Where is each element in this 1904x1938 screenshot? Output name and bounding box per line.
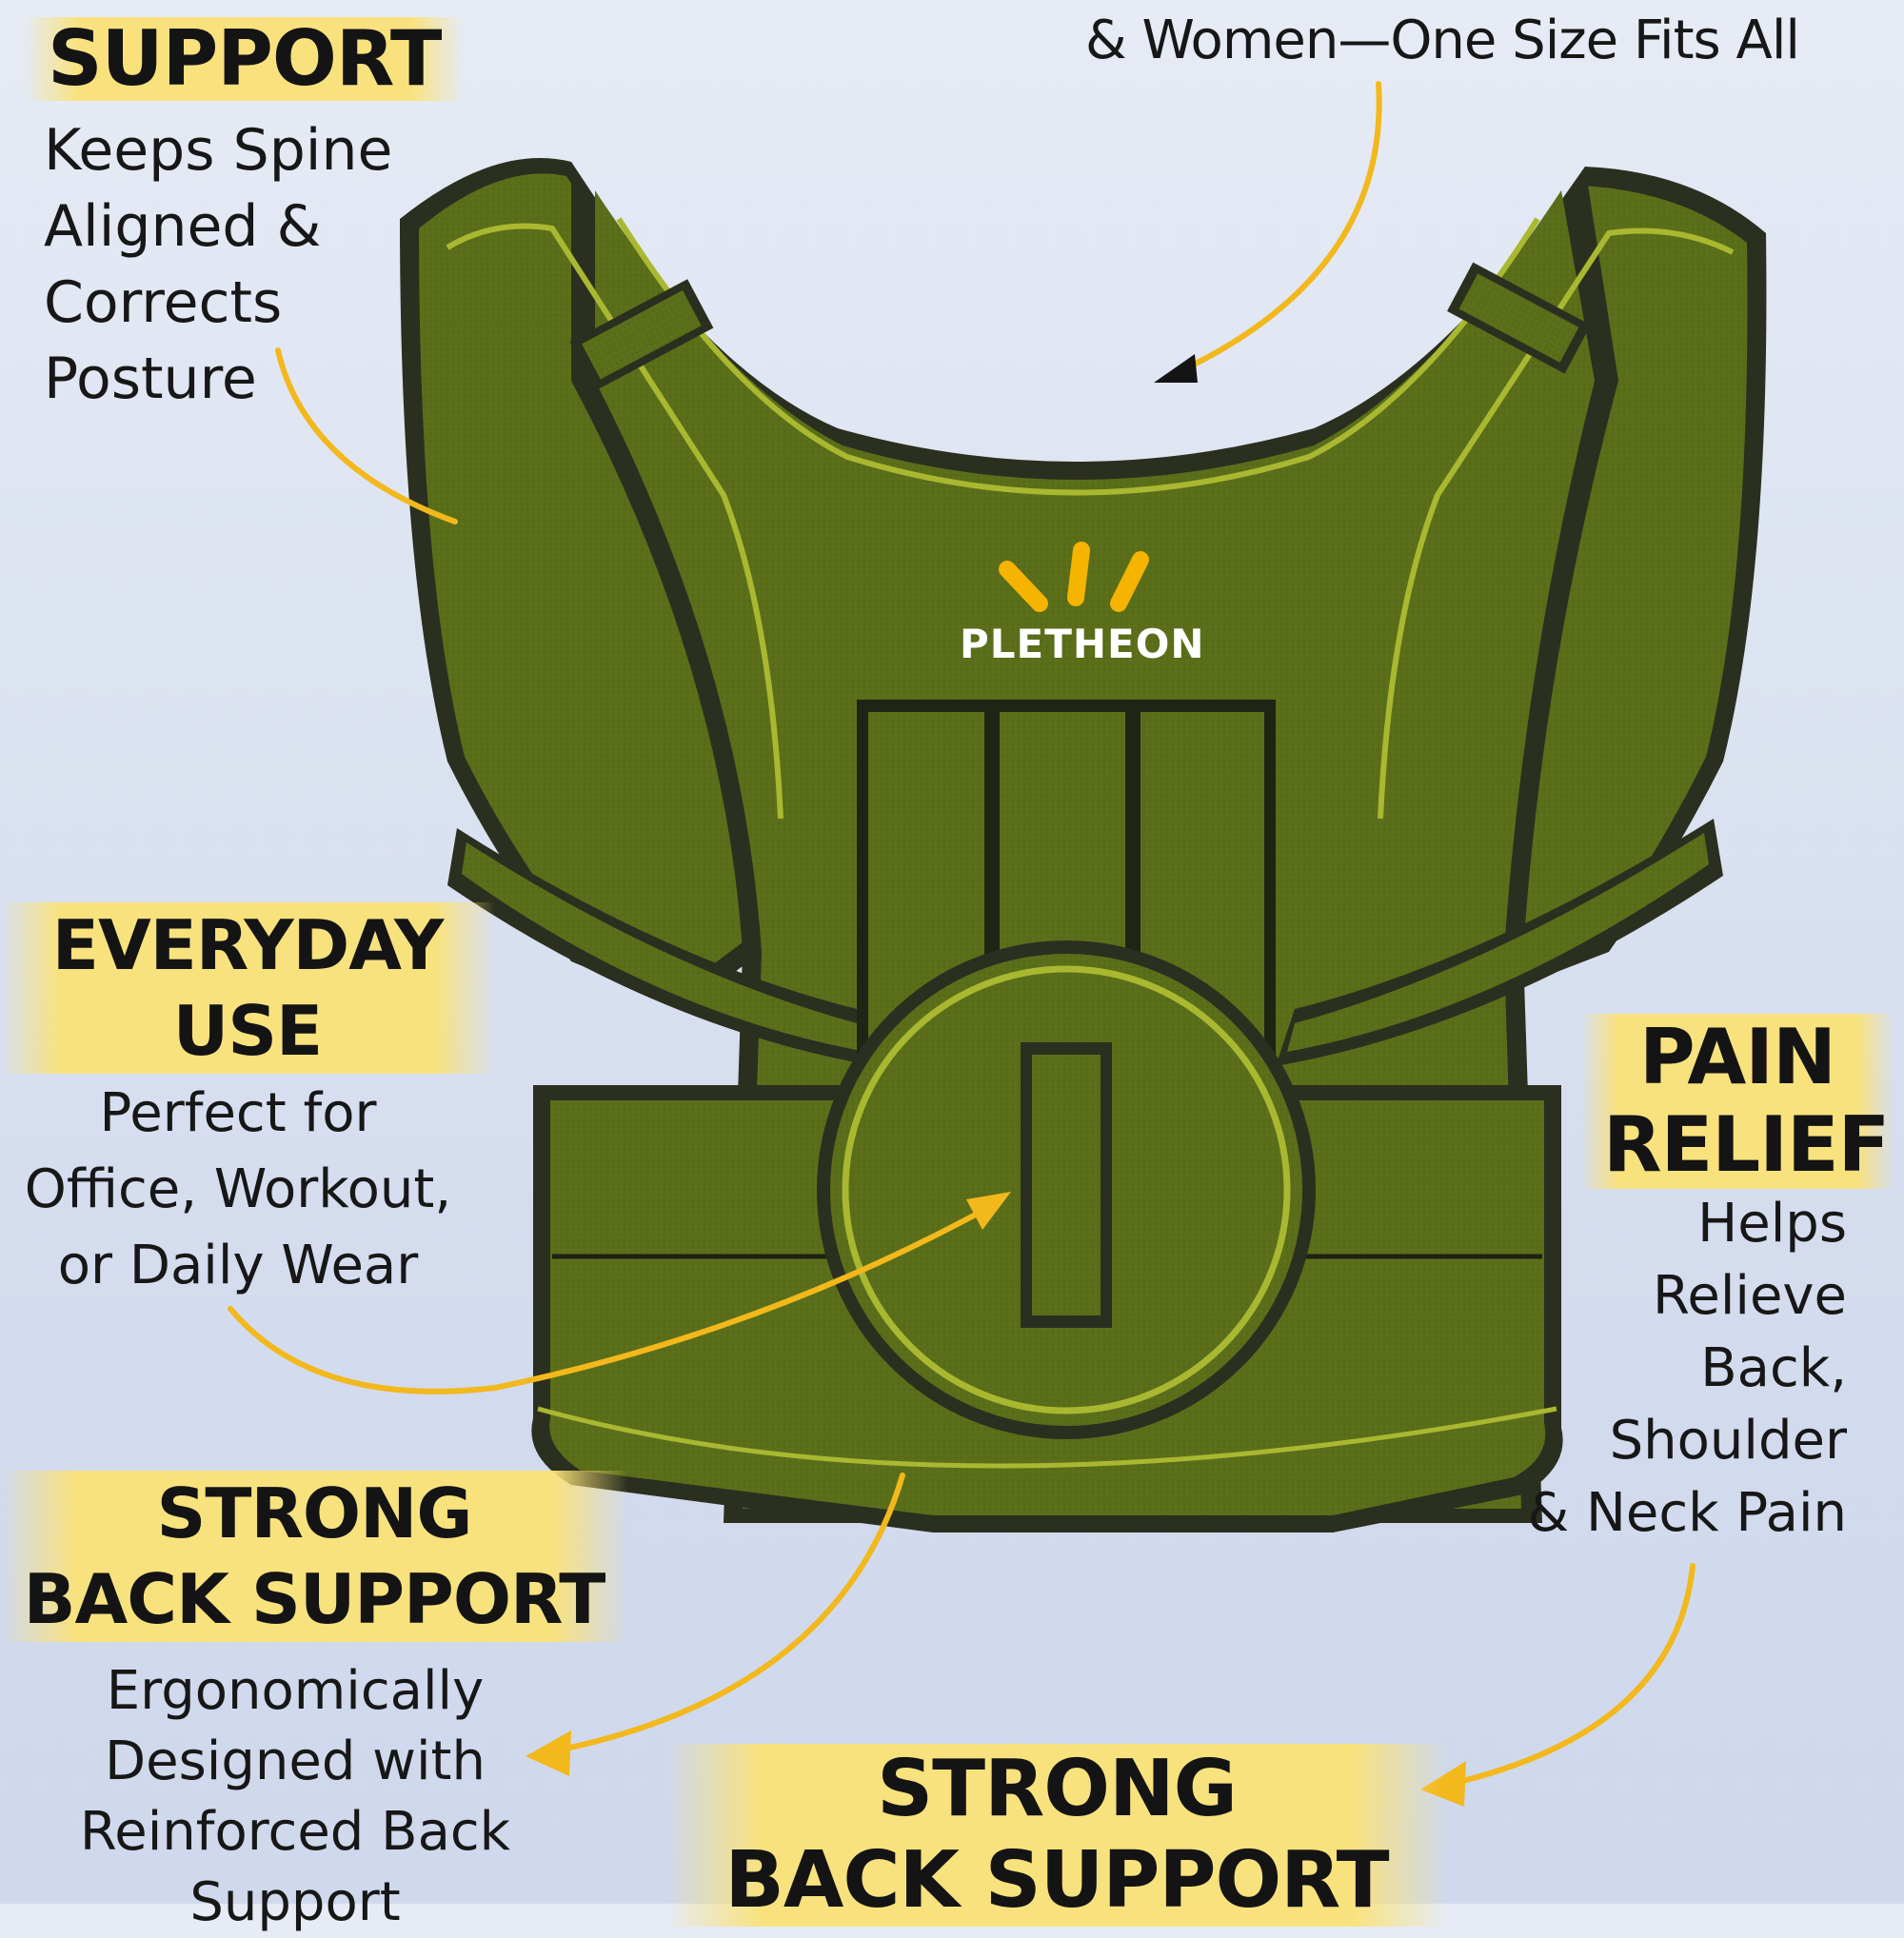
arrow-everyday xyxy=(228,1201,998,1394)
posture-support-heading: SUPPORT xyxy=(25,17,465,101)
arrow-pain xyxy=(1444,1563,1696,1788)
arrow-posture xyxy=(275,347,458,524)
strong-back-support-left-description: Ergonomically Designed with Reinforced B… xyxy=(79,1660,511,1933)
top-right-caption: & Women—One Size Fits All xyxy=(1085,10,1800,71)
posture-support-description: Keeps Spine Aligned & Corrects Posture xyxy=(44,117,393,412)
arrowhead-everyday-icon xyxy=(966,1192,1011,1230)
everyday-use-heading: EVERYDAY USE xyxy=(0,902,495,1074)
arrowhead-strong-left-icon xyxy=(526,1730,571,1776)
callout-arrows xyxy=(228,81,1696,1788)
pletheon-logo-icon xyxy=(999,542,1149,612)
arrowhead-top-right-icon xyxy=(1154,354,1198,383)
brand-name: PLETHEON xyxy=(960,621,1205,667)
brace-body xyxy=(400,158,1767,1533)
strong-back-support-left-heading: STRONG BACK SUPPORT xyxy=(0,1471,628,1642)
pain-relief-description: Helps Relieve Back, Shoulder & Neck Pain xyxy=(1527,1193,1847,1544)
arrow-strong-left xyxy=(549,1473,905,1754)
pain-relief-heading: PAIN RELIEF xyxy=(1580,1014,1894,1189)
arrow-top-right xyxy=(1187,81,1382,369)
everyday-use-description: Perfect for Office, Workout, or Daily We… xyxy=(24,1082,452,1296)
strong-back-support-bottom-heading: STRONG BACK SUPPORT xyxy=(666,1744,1447,1927)
